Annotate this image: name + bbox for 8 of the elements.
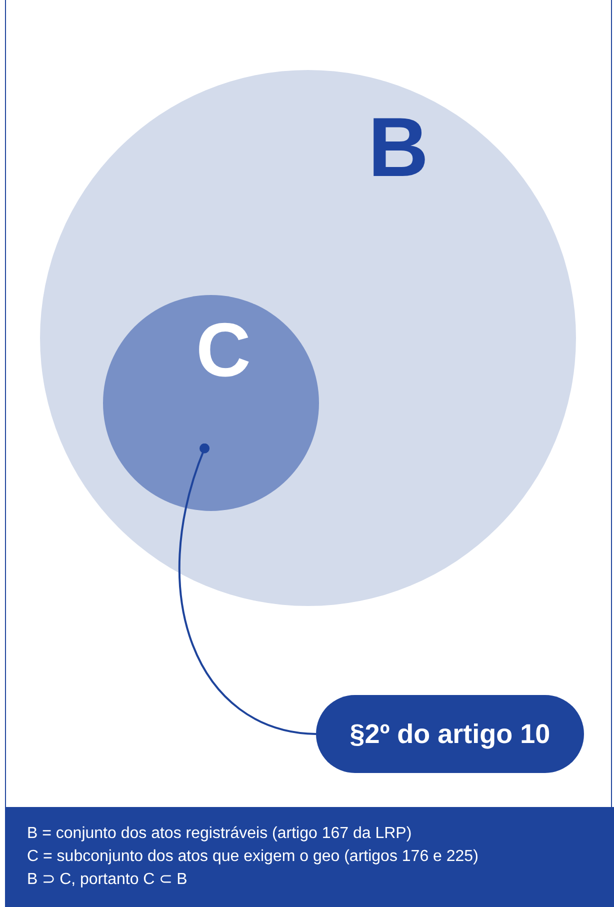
set-letter: B: [368, 105, 429, 189]
legend-line: B = conjunto dos atos registráveis (artigo 167 da LRP): [27, 824, 413, 844]
legend-line: B ⊃ C, portanto C ⊂ B: [27, 870, 188, 890]
legend-band: [5, 807, 614, 907]
legend-line: C = subconjunto dos atos que exigem o geo (artigos 176 e 225): [27, 847, 480, 867]
reference-pill: §2º do artigo 10: [316, 695, 584, 773]
leader-line: [178, 443, 316, 735]
set-letter: C: [196, 313, 251, 389]
